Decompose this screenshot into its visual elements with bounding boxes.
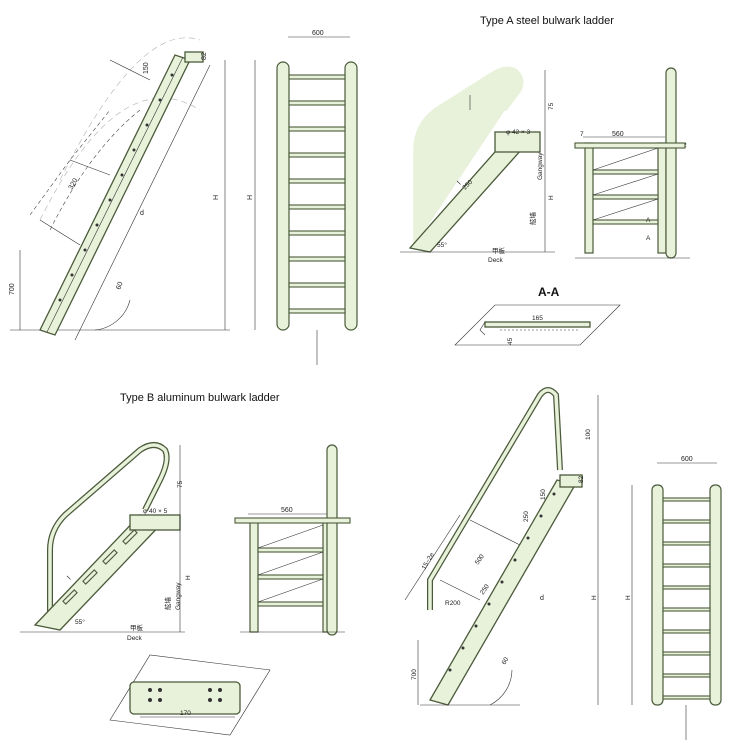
deck-b: Deck — [127, 635, 143, 642]
dim-7-a: 7 — [580, 131, 584, 138]
type-b-vertical-pole — [326, 444, 338, 636]
dim-H-a: H — [548, 195, 555, 200]
bottom-detail: 170 — [109, 654, 271, 736]
section-a-a: A-A 165 45 — [454, 285, 621, 346]
dim-d-c: d — [540, 595, 544, 602]
top-left-side-view: 700 H d 60 320 150 82 — [9, 37, 230, 341]
dim-45: 45 — [507, 337, 514, 345]
dim-60: 60 — [115, 281, 124, 291]
dim-100-c: 100 — [585, 429, 592, 440]
dim-d: d — [140, 210, 144, 217]
gangway-cn-b: 舷墙 — [163, 597, 172, 611]
dim-560-b: 560 — [281, 507, 293, 514]
dim-82-c: 82 — [578, 475, 585, 483]
dim-165: 165 — [532, 315, 543, 322]
dim-320: 320 — [68, 177, 80, 191]
dim-pipe-a: φ 42 × 3 — [506, 129, 531, 136]
top-bracket — [184, 51, 204, 63]
dim-150: 150 — [143, 62, 150, 74]
bottom-right-side-view: 15~2e R200 500 250 250 150 82 100 H d 60… — [404, 387, 722, 740]
dim-60-c: 60 — [501, 656, 511, 666]
section-mark-a1: A — [646, 217, 651, 224]
type-a-title: Type A steel bulwark ladder — [480, 15, 614, 27]
right-rail — [344, 61, 358, 331]
right-ladder-rungs — [662, 497, 711, 700]
ladder-rung-markers — [58, 73, 174, 302]
dim-700: 700 — [9, 283, 16, 295]
gangway-a: Gangway — [537, 152, 544, 180]
dim-500: 500 — [474, 553, 486, 566]
type-b-section: Type B aluminum bulwark ladder φ 40 × 5 … — [20, 392, 351, 642]
long-ladder-rungs — [448, 492, 556, 672]
dim-560-a: 560 — [612, 131, 624, 138]
dim-H-d: H — [625, 595, 632, 600]
dim-r200: R200 — [445, 600, 461, 607]
deck-cn-b: 甲板 — [130, 623, 144, 632]
section-mark-a2: A — [646, 235, 651, 242]
deck-cn-a: 甲板 — [492, 246, 506, 255]
dim-pipe-b: φ 40 × 5 — [143, 508, 168, 515]
deck-a: Deck — [488, 257, 504, 264]
dim-170: 170 — [180, 710, 191, 717]
section-title: A-A — [538, 285, 560, 299]
type-b-title: Type B aluminum bulwark ladder — [120, 392, 280, 404]
dim-H-c: H — [591, 595, 598, 600]
type-a-section: Type A steel bulwark ladder φ 42 × 3 l 2… — [400, 15, 690, 264]
top-front-view: 600 H — [247, 30, 358, 365]
dim-82: 82 — [201, 52, 208, 60]
dim-250-c: 250 — [479, 583, 491, 596]
gangway-b: Gangway — [175, 582, 182, 610]
type-a-platform — [494, 131, 541, 153]
long-ladder — [429, 479, 576, 706]
dim-55-a: 55° — [437, 241, 447, 249]
dim-l-b: l — [66, 575, 72, 581]
dim-75-a: 75 — [548, 102, 555, 110]
dim-H-b: H — [185, 575, 192, 580]
type-a-right-post — [657, 142, 667, 254]
dim-l-a: l — [456, 180, 462, 186]
dim-600-top: 600 — [312, 30, 324, 37]
dim-H: H — [213, 195, 220, 200]
type-b-treads — [62, 529, 138, 605]
dim-55-b: 55° — [75, 618, 85, 626]
dim-700-c: 700 — [411, 669, 418, 680]
ladder-rungs — [288, 74, 346, 314]
dim-600-bottom: 600 — [681, 456, 693, 463]
gangway-cn-a: 舷墙 — [528, 212, 537, 226]
bolt-holes — [148, 688, 222, 702]
type-a-left-post — [584, 142, 594, 254]
left-rail — [276, 61, 290, 331]
dim-250-d: 250 — [523, 511, 530, 522]
dim-75-b: 75 — [177, 480, 184, 488]
dim-150-c: 150 — [540, 489, 547, 500]
dim-H-front: H — [247, 195, 254, 200]
type-a-vertical-pole — [665, 67, 677, 259]
type-b-platform — [129, 514, 181, 531]
